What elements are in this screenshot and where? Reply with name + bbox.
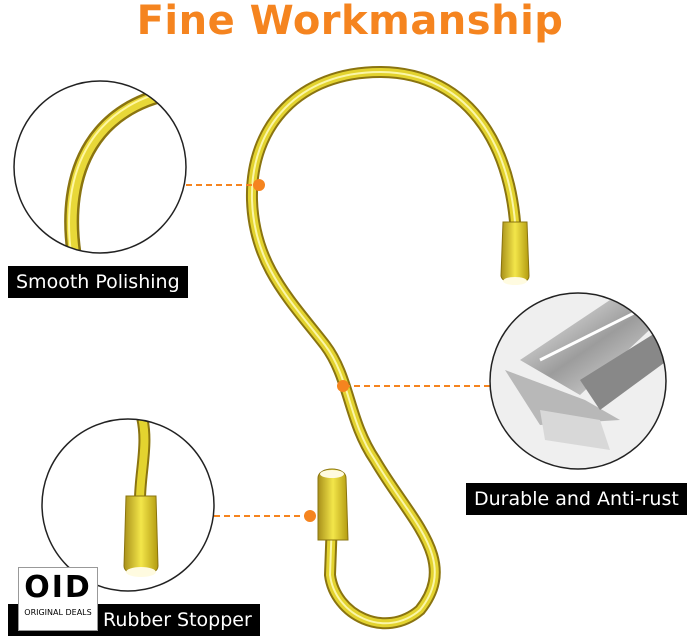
marker-dot-durable — [337, 380, 349, 392]
page-title: Fine Workmanship — [136, 0, 564, 44]
feature-label-smooth-polishing: Smooth Polishing — [8, 266, 188, 298]
detail-circle-durable — [489, 292, 667, 470]
feature-label-durable-anti-rust: Durable and Anti-rust — [466, 483, 687, 515]
detail-circle-smooth — [13, 80, 187, 254]
brand-logo: OID ORIGINAL DEALS — [18, 567, 98, 631]
logo-text: ORIGINAL DEALS — [24, 608, 92, 617]
detail-circle-rubber — [41, 418, 215, 592]
logo-mark: OID — [24, 570, 92, 605]
marker-dot-smooth — [253, 179, 265, 191]
s-hook — [245, 65, 530, 630]
marker-dot-rubber — [304, 510, 316, 522]
